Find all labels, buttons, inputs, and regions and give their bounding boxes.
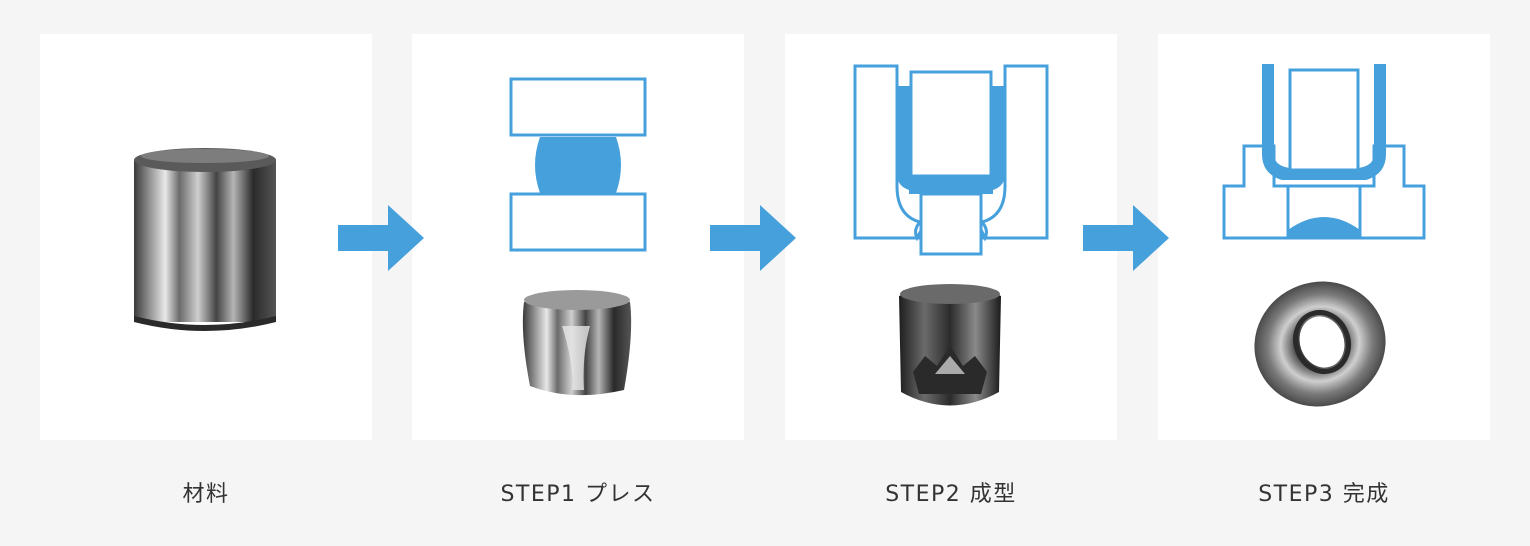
punch [909, 70, 993, 178]
upper-die [509, 77, 647, 137]
step-panel-material [40, 34, 372, 440]
step-label-material: 材料 [182, 482, 230, 507]
arrow-right-icon [338, 205, 424, 271]
press-die-diagram [509, 77, 647, 396]
outer-die [1222, 144, 1426, 240]
pressed-part-photo [522, 290, 632, 396]
step-label-press: STEP1 プレス [500, 482, 656, 507]
formed-bottom [1288, 217, 1360, 238]
lower-punch [919, 192, 983, 256]
arrow-right-icon [710, 205, 796, 271]
pressed-blank [535, 137, 621, 193]
punch [1288, 68, 1360, 172]
raw-material-cylinder-image [134, 148, 276, 331]
finished-part-die-diagram [1222, 64, 1426, 407]
arrow-right-icon [1083, 205, 1169, 271]
step-panel-forming [785, 34, 1117, 440]
finished-blank [1262, 64, 1386, 180]
step-panel-finished [1158, 34, 1490, 440]
step-label-finished: STEP3 完成 [1258, 482, 1390, 507]
lower-punch-outline [1286, 186, 1362, 238]
step-panel-press [412, 34, 744, 440]
finished-part-photo [1254, 281, 1386, 407]
forming-die-diagram [853, 64, 1049, 406]
step-label-forming: STEP2 成型 [885, 482, 1017, 507]
lower-die [509, 192, 647, 252]
formed-part-photo [899, 284, 1001, 406]
